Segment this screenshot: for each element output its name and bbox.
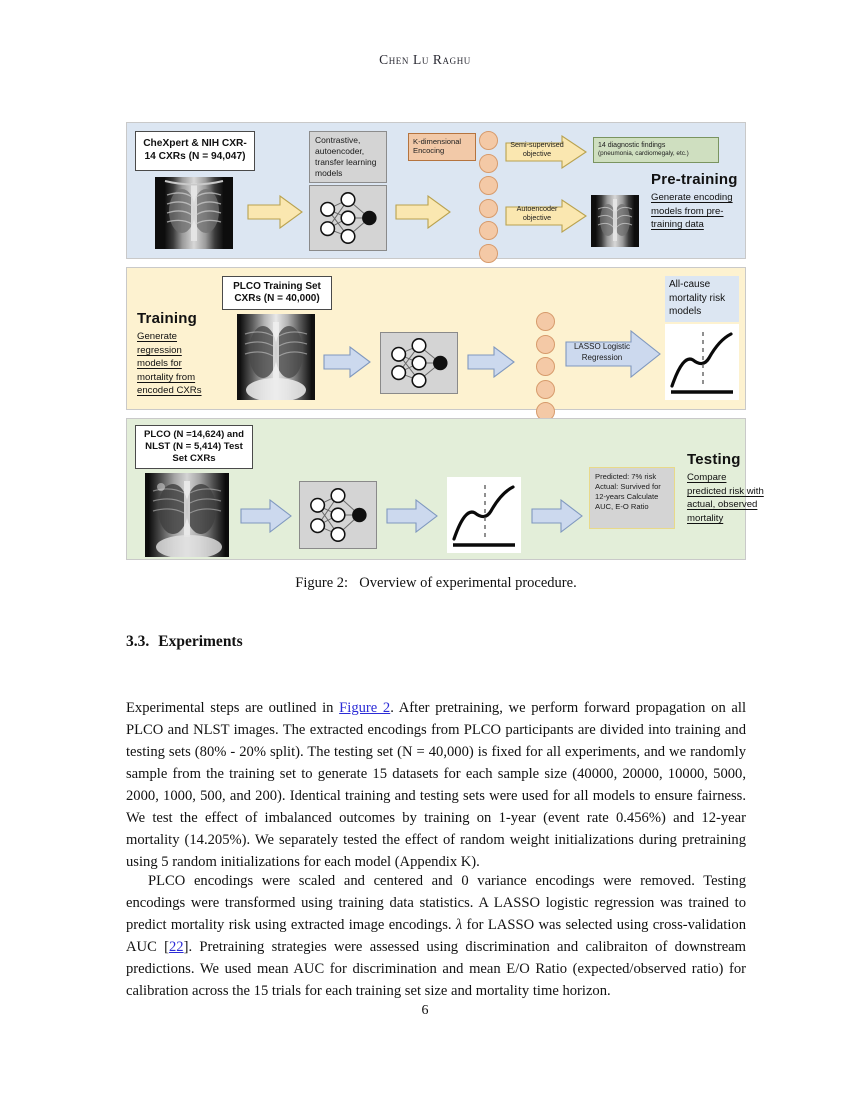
training-stage-title: Training	[137, 310, 197, 327]
paragraph2-text-part3: ]. Pretraining strategies were assessed …	[126, 938, 746, 1000]
diagnostic-findings-line-2: (pneumonia, cardiomegaly, etc.)	[598, 150, 689, 158]
training-panel: Training Generate regression models for …	[126, 267, 746, 421]
training-stage-description: Generate regression models for mortality…	[137, 331, 202, 397]
paragraph1-text-part1: Experimental steps are outlined in	[126, 699, 340, 716]
encoding-dot	[479, 131, 498, 150]
lasso-regression-arrow	[565, 330, 661, 378]
flow-arrow-testing-1	[240, 499, 292, 533]
encoding-dots-training	[536, 312, 555, 425]
testing-stage-title: Testing	[687, 451, 741, 468]
pretraining-output-xray-image	[591, 195, 639, 247]
lasso-regression-label: LASSO Logistic Regression	[573, 342, 631, 362]
training-risk-curve	[665, 324, 739, 400]
plco-training-set-box: PLCO Training Set CXRs (N = 40,000)	[222, 276, 332, 310]
pretraining-network-diagram	[309, 185, 387, 251]
paragraph1-text-part2: . After pretraining, we perform forward …	[126, 699, 746, 871]
encoding-dot	[479, 221, 498, 240]
encoding-dot	[536, 312, 555, 331]
figure-caption: Figure 2: Overview of experimental proce…	[126, 575, 746, 592]
encoding-dot	[536, 357, 555, 376]
encoding-dot	[479, 176, 498, 195]
paragraph2-text-part1: PLCO encodings were scaled and centered …	[126, 872, 746, 933]
flow-arrow-training-1	[323, 346, 371, 378]
flow-arrow-training-2	[467, 346, 515, 378]
encoding-dot	[536, 379, 555, 399]
testing-xray-image	[145, 473, 229, 557]
figure-caption-label: Figure 2:	[295, 575, 349, 591]
paragraph2-text-part2: for LASSO was selected using cross-valid…	[126, 916, 746, 955]
section-title: Experiments	[158, 633, 243, 650]
flow-arrow-pretraining-2	[395, 195, 451, 229]
paragraph-experiments-1: Experimental steps are outlined in Figur…	[126, 697, 746, 874]
section-heading: 3.3. Experiments	[126, 633, 243, 651]
prediction-result-box: Predicted: 7% risk Actual: Survived for …	[589, 467, 675, 529]
training-network-diagram	[380, 332, 458, 394]
encoding-dot	[479, 243, 498, 263]
pretraining-models-box: Contrastive, autoencoder, transfer learn…	[309, 131, 387, 183]
running-head: Chen Lu Raghu	[379, 52, 471, 67]
semi-supervised-objective-label: Semi-supervised objective	[510, 140, 564, 159]
page-number: 6	[421, 1003, 429, 1018]
lambda-symbol: λ	[455, 916, 463, 933]
diagnostic-findings-box: 14 diagnostic findings (pneumonia, cardi…	[593, 137, 719, 163]
flow-arrow-testing-3	[531, 499, 583, 533]
figure-2-reference-link[interactable]: Figure 2	[339, 699, 391, 716]
all-cause-mortality-box: All-cause mortality risk models	[665, 276, 739, 322]
autoencoder-objective-label: Autoencoder objective	[516, 204, 558, 223]
pretraining-xray-image	[155, 177, 233, 249]
testing-panel: PLCO (N =14,624) and NLST (N = 5,414) Te…	[126, 418, 764, 560]
encoding-dot	[479, 153, 498, 173]
testing-network-diagram	[299, 481, 377, 549]
figure-2: CheXpert & NIH CXR-14 CXRs (N = 94,047)	[126, 122, 764, 568]
encoding-dot	[479, 198, 498, 218]
encoding-dots-pretraining	[479, 131, 498, 266]
figure-caption-text: Overview of experimental procedure.	[359, 575, 577, 591]
testing-risk-curve	[447, 477, 521, 553]
autoencoder-objective-arrow	[505, 199, 587, 233]
pretraining-panel: CheXpert & NIH CXR-14 CXRs (N = 94,047)	[126, 122, 746, 263]
test-set-box: PLCO (N =14,624) and NLST (N = 5,414) Te…	[135, 425, 253, 469]
training-xray-image	[237, 314, 315, 400]
chexpert-source-box: CheXpert & NIH CXR-14 CXRs (N = 94,047)	[135, 131, 255, 171]
flow-arrow-testing-2	[386, 499, 438, 533]
pretraining-stage-title: Pre-training	[651, 171, 738, 188]
testing-stage-description: Compare predicted risk with actual, obse…	[687, 472, 764, 524]
diagnostic-findings-line-1: 14 diagnostic findings	[598, 142, 666, 150]
encoding-dot	[536, 334, 555, 354]
k-dimensional-encoding-box: K-dimensional Encocing	[408, 133, 476, 161]
paragraph-experiments-2: PLCO encodings were scaled and centered …	[126, 870, 746, 1003]
flow-arrow-pretraining-1	[247, 195, 303, 229]
pretraining-stage-description: Generate encoding models from pre-traini…	[651, 192, 733, 231]
citation-link-22[interactable]: 22	[169, 938, 184, 955]
section-number: 3.3.	[126, 633, 150, 650]
semi-supervised-objective-arrow	[505, 135, 587, 169]
